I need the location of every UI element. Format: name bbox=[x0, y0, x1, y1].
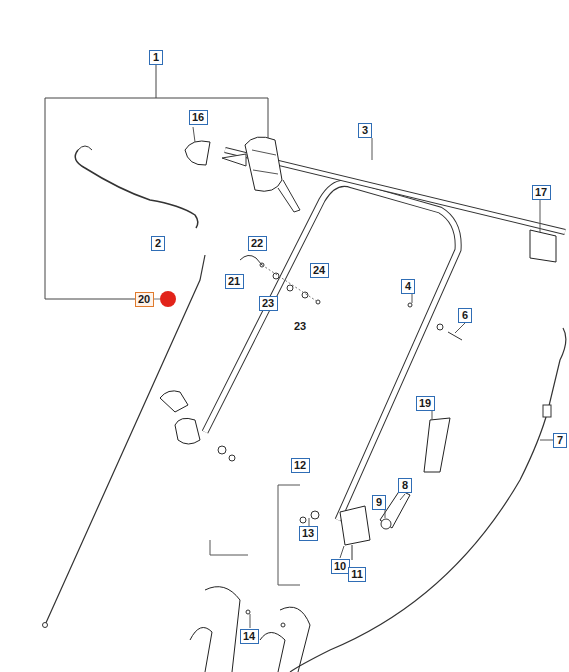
callout-number: 14 bbox=[243, 630, 255, 642]
callout-box: 9 bbox=[372, 495, 386, 510]
callout-box: 24 bbox=[310, 263, 329, 278]
callout-number: 17 bbox=[535, 186, 547, 198]
callout-box: 14 bbox=[240, 629, 259, 644]
callout-box: 20 bbox=[135, 292, 154, 307]
callout-number: 4 bbox=[405, 280, 411, 292]
callout-number: 10 bbox=[334, 560, 346, 572]
callout-number: 11 bbox=[351, 568, 363, 580]
callout-number: 19 bbox=[419, 397, 431, 409]
callout-number: 3 bbox=[362, 124, 368, 136]
callout-number: 21 bbox=[228, 275, 240, 287]
callout-box: 12 bbox=[291, 458, 310, 473]
callout-number: 9 bbox=[376, 496, 382, 508]
callout-box: 22 bbox=[248, 236, 267, 251]
callout-number: 8 bbox=[402, 479, 408, 491]
callout-number: 23 bbox=[262, 297, 274, 309]
callout-number: 13 bbox=[302, 527, 314, 539]
callout-box: 10 bbox=[331, 559, 350, 574]
callout-box: 1 bbox=[149, 50, 163, 65]
callout-box: 2 bbox=[151, 236, 165, 251]
callout-box: 23 bbox=[259, 296, 278, 311]
callout-box: 11 bbox=[348, 567, 366, 582]
callout-number: 24 bbox=[313, 264, 325, 276]
callout-box: 17 bbox=[532, 185, 551, 200]
callout-number: 22 bbox=[251, 237, 263, 249]
callout-number: 7 bbox=[557, 434, 563, 446]
callout-number: 6 bbox=[462, 309, 468, 321]
callout-box: 21 bbox=[225, 274, 244, 289]
callout-box: 4 bbox=[401, 279, 415, 294]
callout-number: 2 bbox=[155, 237, 161, 249]
callout-box: 7 bbox=[553, 433, 567, 448]
callout-box: 13 bbox=[299, 526, 318, 541]
callout-number: 23 bbox=[294, 320, 306, 332]
callout-box: 19 bbox=[416, 396, 435, 411]
callout-number: 12 bbox=[294, 459, 306, 471]
callout-number: 1 bbox=[153, 51, 159, 63]
callout-box: 3 bbox=[358, 123, 372, 138]
callout-number: 20 bbox=[138, 293, 150, 305]
callout-box: 6 bbox=[458, 308, 472, 323]
callout-box: 8 bbox=[398, 478, 412, 493]
callout-number: 16 bbox=[192, 111, 204, 123]
callout-box: 16 bbox=[189, 110, 208, 125]
